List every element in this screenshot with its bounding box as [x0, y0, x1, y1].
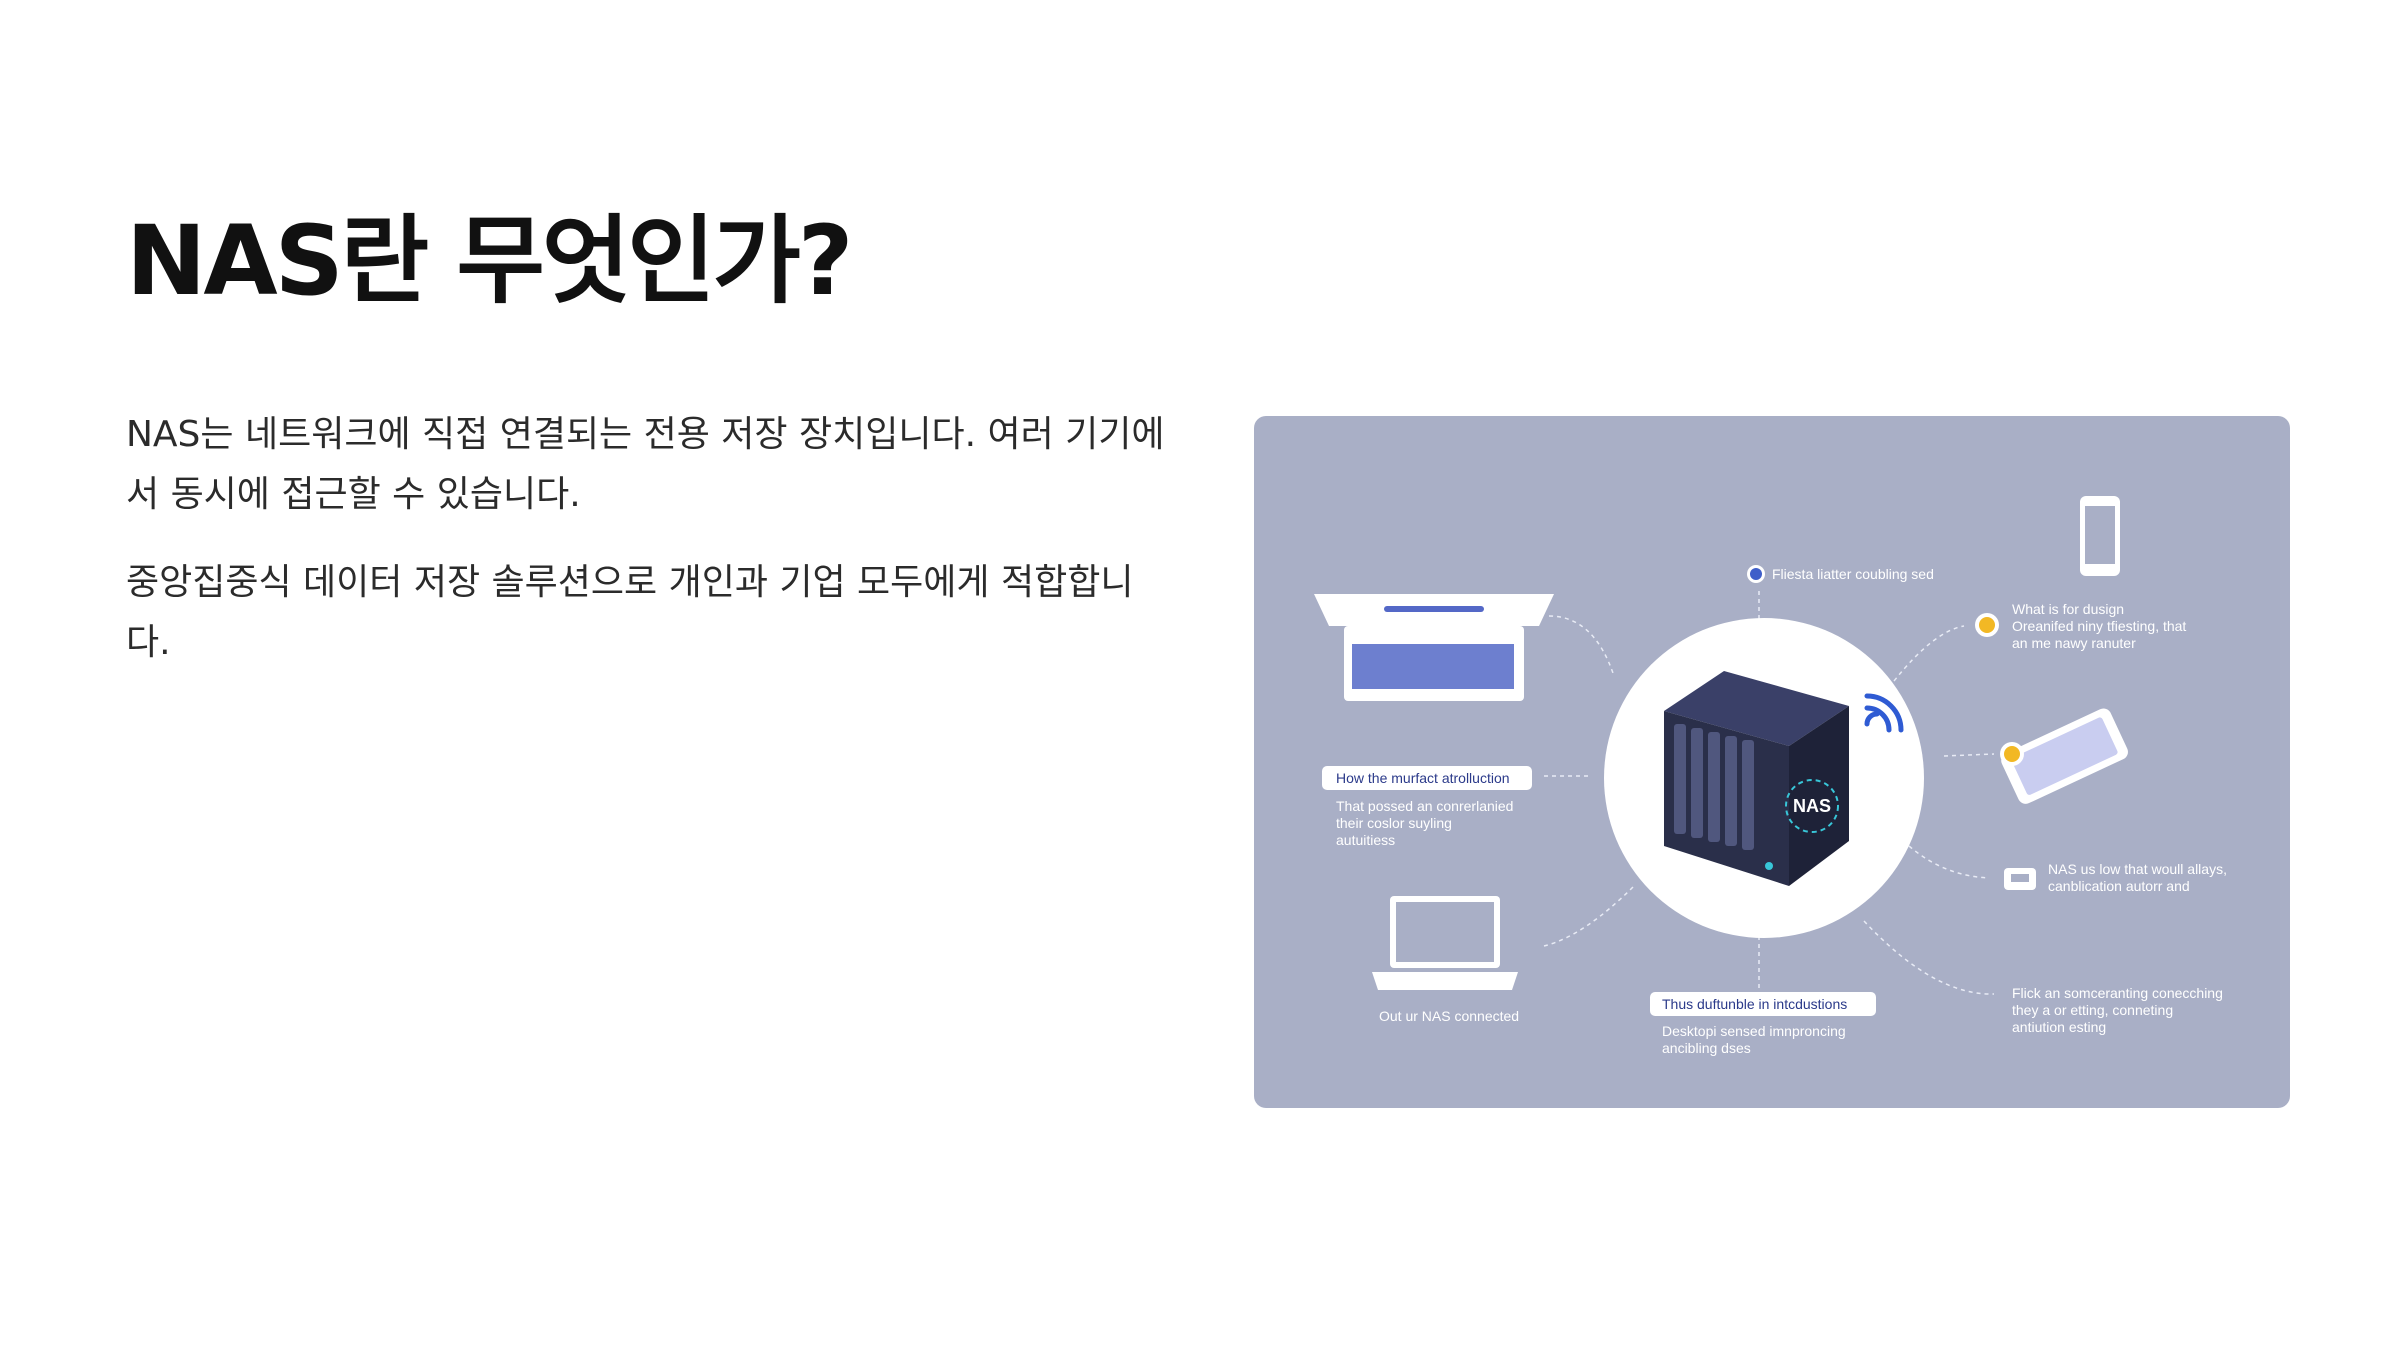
svg-text:Flick an somceranting conecchi: Flick an somceranting conecching — [2012, 985, 2223, 1001]
svg-text:their coslor suyling: their coslor suyling — [1336, 815, 1452, 831]
svg-text:they a or etting, conneting: they a or etting, conneting — [2012, 1002, 2173, 1018]
laptop-small-icon — [1372, 896, 1518, 990]
paragraph-usage: 중앙집중식 데이터 저장 솔루션으로 개인과 기업 모두에게 적합합니다. — [126, 562, 1134, 663]
svg-text:canblication autorr and: canblication autorr and — [2048, 878, 2190, 894]
svg-text:What is for dusign: What is for dusign — [2012, 601, 2124, 617]
svg-text:That possed an conrerlanied: That possed an conrerlanied — [1336, 798, 1513, 814]
top-note: Fliesta liatter coubling sed — [1772, 566, 1934, 582]
svg-text:an me nawy ranuter: an me nawy ranuter — [2012, 635, 2136, 651]
paragraph-definition: NAS는 네트워크에 직접 연결되는 전용 저장 장치입니다. 여러 기기에서 … — [126, 414, 1165, 515]
body-text: NAS는 네트워크에 직접 연결되는 전용 저장 장치입니다. 여러 기기에서 … — [126, 405, 1166, 701]
tablet-icon — [2001, 708, 2128, 804]
svg-text:Oreanifed niny tfiesting, that: Oreanifed niny tfiesting, that — [2012, 618, 2186, 634]
svg-text:ancibling dses: ancibling dses — [1662, 1040, 1751, 1056]
laptop-icon — [1314, 594, 1554, 701]
svg-text:autuitiess: autuitiess — [1336, 832, 1395, 848]
svg-text:NAS: NAS — [1793, 796, 1831, 816]
svg-text:NAS us low that woull allays,: NAS us low that woull allays, — [2048, 861, 2227, 877]
phone-icon — [2080, 496, 2120, 576]
nas-device-icon: NAS — [1664, 671, 1849, 886]
router-icon — [2004, 868, 2036, 890]
svg-text:antiution esting: antiution esting — [2012, 1019, 2106, 1035]
wifi-icon — [1864, 693, 1904, 733]
nas-illustration: NAS — [1254, 416, 2290, 1108]
bottom-box-title: Thus duftunble in intcdustions — [1662, 996, 1847, 1012]
slide-title: NAS란 무엇인가? — [126, 205, 853, 317]
svg-text:Desktopi sensed imnproncing: Desktopi sensed imnproncing — [1662, 1023, 1846, 1039]
laptop-caption: Out ur NAS connected — [1379, 1008, 1519, 1024]
left-box-title: How the murfact atrolluction — [1336, 770, 1510, 786]
